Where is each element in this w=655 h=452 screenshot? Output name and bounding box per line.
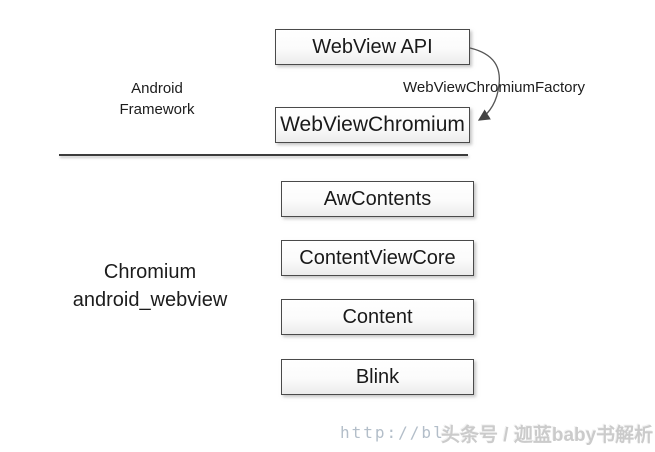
watermark-url: http://blo xyxy=(340,423,457,442)
layer-divider-line xyxy=(59,154,468,156)
factory-arrow-label: WebViewChromiumFactory xyxy=(403,79,585,96)
layer-label-line: Chromium xyxy=(103,261,197,283)
layer-label-line: Android xyxy=(131,80,183,97)
factory-arrow-path xyxy=(469,47,501,121)
node-blink: Blink xyxy=(281,359,474,395)
node-label: ContentViewCore xyxy=(299,246,456,269)
node-aw-contents: AwContents xyxy=(281,181,474,217)
layer-label-android-framework: Android Framework xyxy=(57,78,257,120)
node-content: Content xyxy=(281,299,474,335)
layer-label-line: android_webview xyxy=(72,289,228,311)
layer-label-line: Framework xyxy=(119,101,195,118)
node-label: WebViewChromium xyxy=(280,113,465,136)
node-webview-chromium: WebViewChromium xyxy=(275,107,470,143)
layer-label-chromium-android-webview: Chromium android_webview xyxy=(50,258,250,314)
node-webview-api: WebView API xyxy=(275,29,470,65)
node-label: WebView API xyxy=(312,35,433,58)
node-content-view-core: ContentViewCore xyxy=(281,240,474,276)
node-label: Content xyxy=(342,305,413,328)
node-label: AwContents xyxy=(323,187,432,210)
watermark-text: 头条号 / 迦蓝baby书解析 xyxy=(441,425,654,446)
factory-arrow xyxy=(469,47,501,121)
node-label: Blink xyxy=(355,365,400,388)
